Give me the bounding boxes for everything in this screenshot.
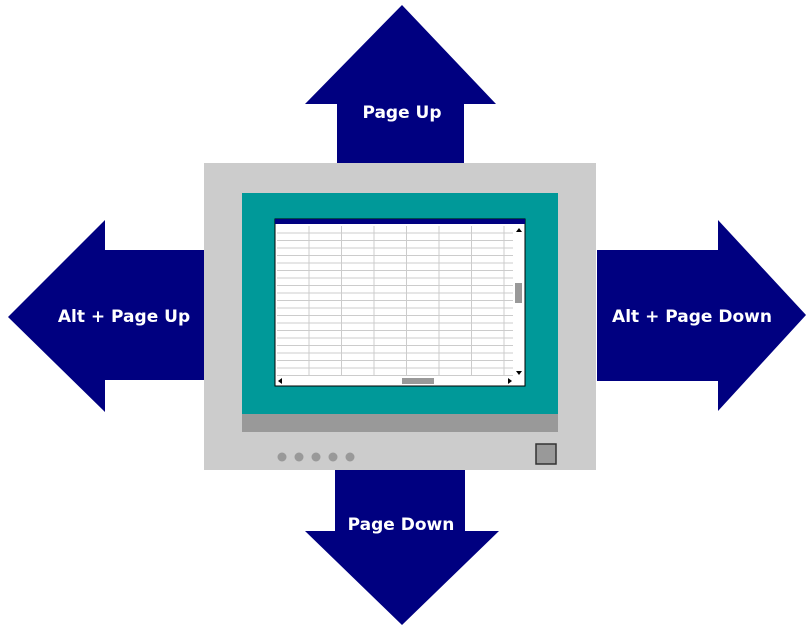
indicator-dot [311, 452, 321, 462]
alt-page-down-arrow [597, 220, 806, 411]
page-up-arrow [305, 5, 496, 166]
alt-page-down-label: Alt + Page Down [612, 307, 772, 327]
spreadsheet-window [274, 218, 526, 387]
indicator-dot [294, 452, 304, 462]
scroll-down-arrow-icon [516, 371, 522, 375]
grid-lines [277, 226, 513, 376]
spreadsheet-grid-icon [274, 218, 526, 387]
scroll-up-arrow-icon [516, 228, 522, 232]
indicator-dot [328, 452, 338, 462]
scroll-right-arrow-icon [508, 378, 512, 384]
page-up-label: Page Up [362, 103, 441, 123]
indicator-dot [277, 452, 287, 462]
power-button [535, 443, 557, 465]
alt-page-up-arrow [8, 220, 208, 412]
monitor-bottom-bar [242, 414, 558, 432]
monitor-icon [204, 163, 596, 470]
horizontal-scrollbar [276, 377, 514, 385]
horizontal-scroll-thumb [402, 378, 434, 384]
indicator-dots [277, 452, 355, 462]
window-titlebar [275, 219, 525, 224]
page-down-arrow [305, 470, 499, 625]
page-down-label: Page Down [348, 515, 455, 535]
alt-page-up-label: Alt + Page Up [58, 307, 190, 327]
indicator-dot [345, 452, 355, 462]
vertical-scroll-thumb [515, 283, 522, 303]
scroll-left-arrow-icon [278, 378, 282, 384]
